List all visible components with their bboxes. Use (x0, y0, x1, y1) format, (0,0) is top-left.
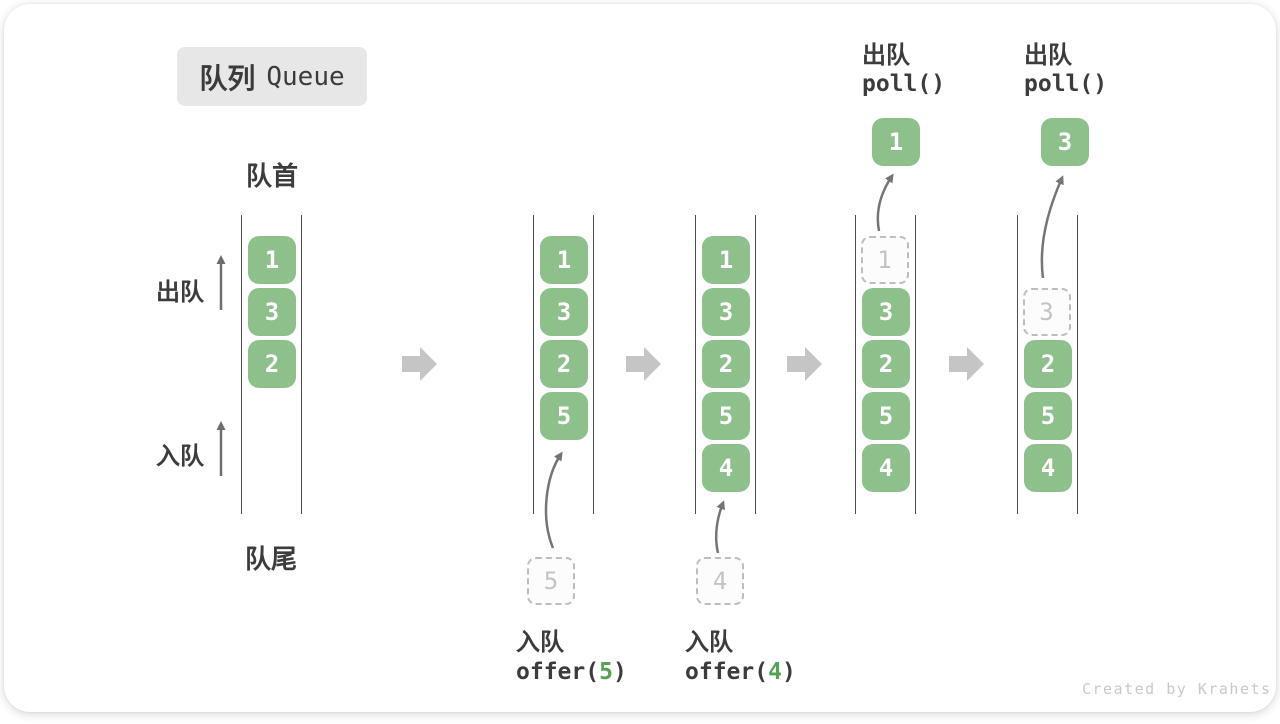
queue-cell: 3 (702, 288, 750, 336)
queue-state-3: 1 3 2 5 4 (695, 215, 756, 514)
code-arg: 5 (599, 659, 613, 685)
code-close: ) (781, 659, 796, 685)
label-queue-front: 队首 (246, 161, 299, 191)
op-poll2-code: poll() (1024, 71, 1108, 97)
queue-cell: 2 (862, 340, 910, 388)
label-dequeue-direction: 出队 (156, 279, 204, 306)
queue-cell: 3 (862, 288, 910, 336)
queue-state-2: 1 3 2 5 (533, 215, 594, 514)
queue-cell: 2 (702, 340, 750, 388)
queue-cell: 5 (702, 392, 750, 440)
op-enqueue5-code: offer(5) (516, 659, 627, 685)
queue-state-1: 1 3 2 (241, 215, 302, 514)
queue-cell: 2 (1024, 340, 1072, 388)
polled-value-cell: 3 (1041, 118, 1089, 166)
step-arrow-icon (402, 347, 437, 381)
queue-cell: 2 (540, 340, 588, 388)
queue-state-4: 1 3 2 5 4 (855, 215, 916, 514)
title-zh: 队列 (199, 62, 256, 94)
queue-cell: 1 (248, 236, 296, 284)
queue-cell: 2 (248, 340, 296, 388)
arrows-overlay (216, 173, 1064, 554)
queue-cell: 5 (1024, 392, 1072, 440)
queue-cell: 4 (1024, 444, 1072, 492)
ghost-cell-incoming: 5 (527, 557, 575, 605)
op-enqueue4-action: 入队 (685, 629, 733, 656)
code-close: ) (612, 659, 627, 685)
queue-diagram: 队列 Queue 队首 队尾 出队 入队 1 3 2 1 3 2 5 1 3 2… (4, 4, 1276, 712)
polled-value-cell: 1 (872, 118, 920, 166)
op-poll1-action: 出队 (862, 42, 910, 69)
op-enqueue5-action: 入队 (516, 629, 564, 656)
op-enqueue4-code: offer(4) (685, 659, 796, 685)
step-arrow-icon (787, 347, 822, 381)
ghost-cell-removed: 3 (1022, 288, 1071, 336)
step-arrow-icon (949, 347, 984, 381)
queue-state-5: 3 2 5 4 (1017, 215, 1078, 514)
code-fn: offer( (516, 659, 600, 685)
op-poll2-action: 出队 (1024, 42, 1072, 69)
code-fn: offer( (685, 659, 769, 685)
queue-cell: 1 (702, 236, 750, 284)
title-en: Queue (266, 61, 345, 92)
label-queue-rear: 队尾 (245, 544, 298, 574)
queue-cell: 5 (540, 392, 588, 440)
diagram-card: 队列 Queue 队首 队尾 出队 入队 1 3 2 1 3 2 5 1 3 2… (4, 4, 1276, 712)
queue-cell: 5 (862, 392, 910, 440)
queue-cell: 3 (540, 288, 588, 336)
queue-cell: 3 (248, 288, 296, 336)
title-chip: 队列 Queue (177, 47, 367, 106)
op-poll1-code: poll() (862, 71, 946, 97)
code-arg: 4 (768, 659, 782, 685)
queue-cell: 4 (702, 444, 750, 492)
ghost-cell-removed: 1 (860, 236, 909, 284)
ghost-cell-incoming: 4 (696, 557, 744, 605)
queue-cell: 4 (862, 444, 910, 492)
watermark-credit: Created by Krahets (1082, 680, 1272, 698)
step-arrow-icon (626, 347, 661, 381)
queue-cell: 1 (540, 236, 588, 284)
label-enqueue-direction: 入队 (156, 443, 204, 470)
